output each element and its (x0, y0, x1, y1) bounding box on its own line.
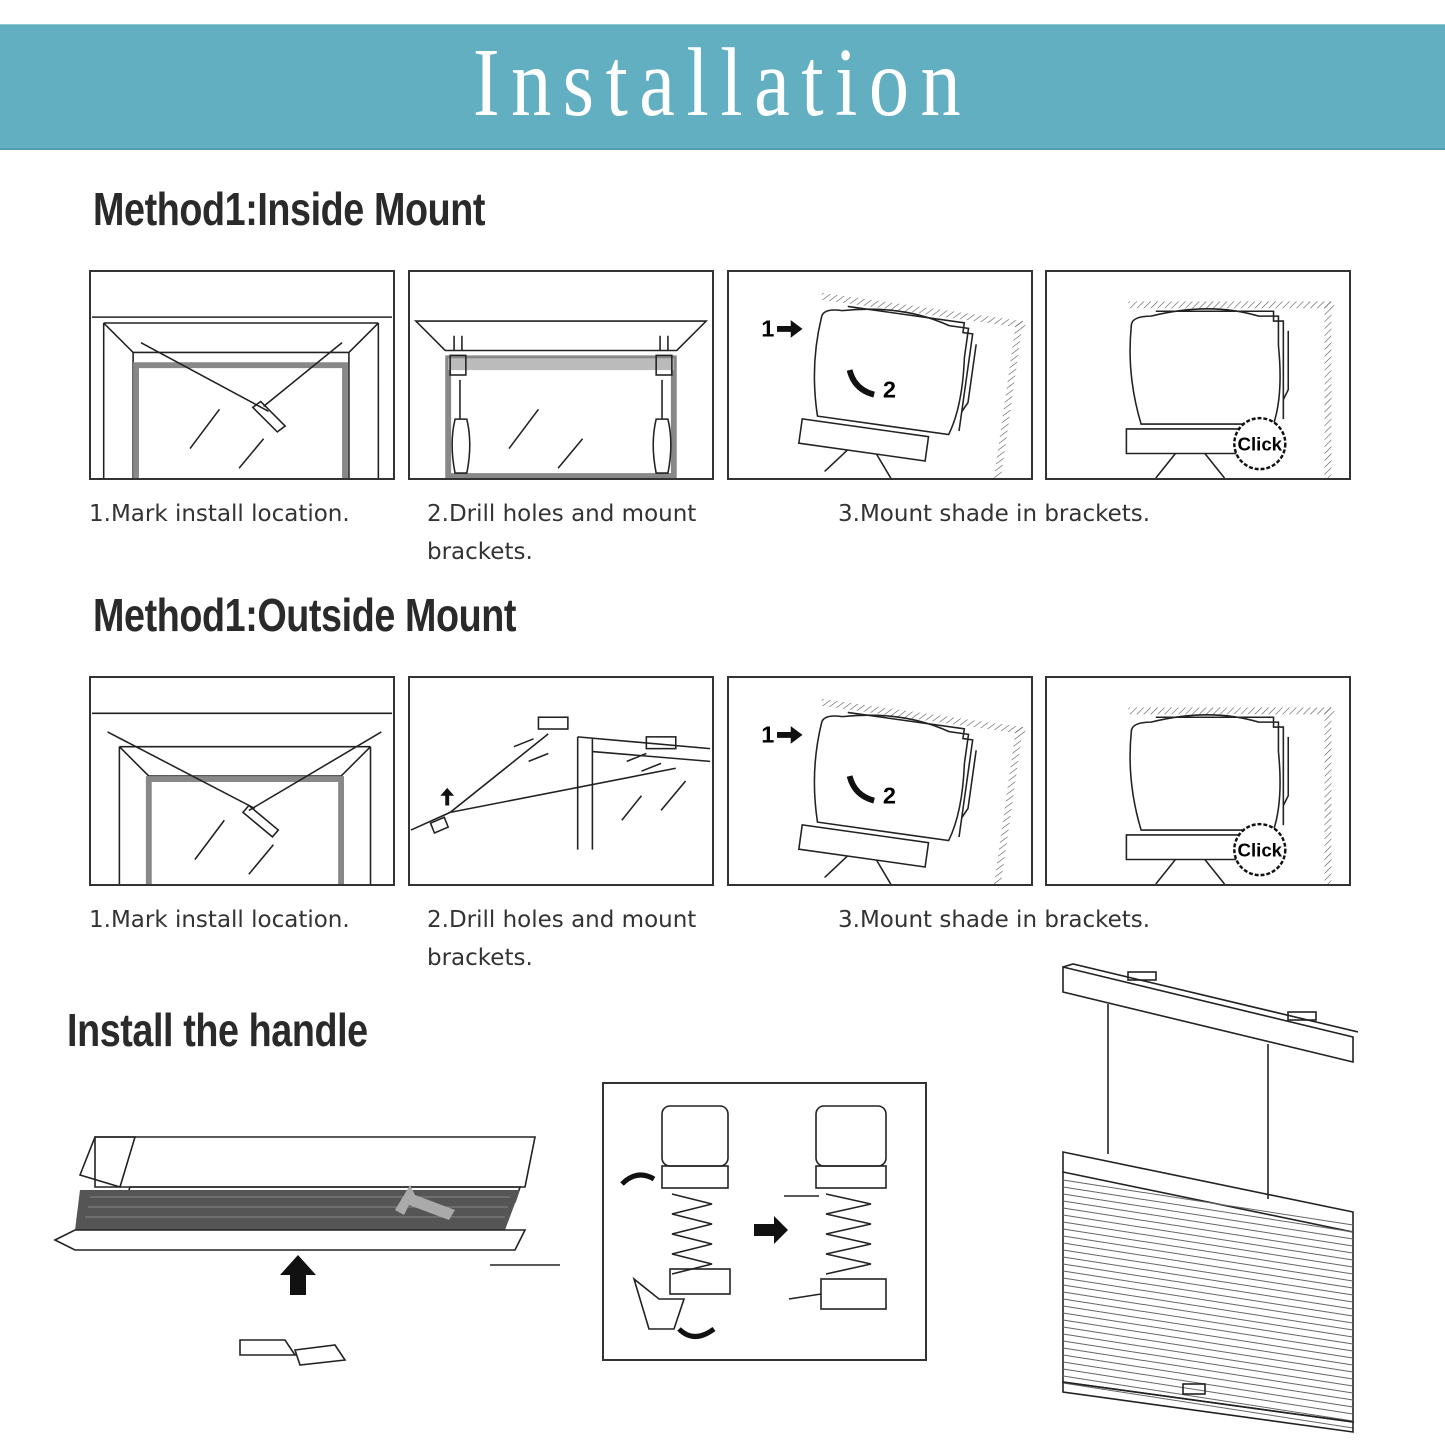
pleat-line (1062, 1221, 1354, 1268)
click-label: Click (1238, 434, 1283, 455)
pleats (1062, 1179, 1354, 1429)
step2-drill-brackets-image (408, 270, 714, 480)
section-heading-install-handle: Install the handle (67, 1004, 368, 1056)
arrow-2-label: 2 (883, 783, 896, 809)
step1-mark-location-image (89, 270, 395, 480)
handle-part (239, 1339, 347, 1366)
pleat-line (1062, 1312, 1354, 1359)
pleat-line (1062, 1375, 1354, 1422)
section-heading-outside-mount: Method1:Outside Mount (93, 589, 517, 641)
curved-arrow-icon (620, 1172, 656, 1186)
pleat-line (1062, 1228, 1354, 1275)
pleat-line (1062, 1207, 1354, 1254)
shade-rail-illustration (53, 1136, 560, 1366)
step2-drill-brackets-image (408, 676, 714, 886)
pleat-line (1062, 1214, 1354, 1261)
pleat-line (1062, 1277, 1354, 1324)
pleat-line (1062, 1340, 1354, 1387)
pleat-line (1062, 1368, 1354, 1415)
pleat-line (1062, 1305, 1354, 1352)
drill-icon (451, 379, 672, 474)
pleat-line (1062, 1242, 1354, 1289)
pleat-line (1062, 1284, 1354, 1331)
drill-icon (429, 816, 450, 835)
pleat-line (1062, 1256, 1354, 1303)
arrow-right-icon (777, 726, 803, 744)
step1-mark-location-image (89, 676, 395, 886)
click-badge-icon (1233, 822, 1287, 877)
arrow-right-icon (754, 1216, 788, 1244)
caption-step1: 1.Mark install location. (89, 501, 350, 527)
step3-mount-shade-image: 1 2 (727, 270, 1033, 480)
pleat-line (1062, 1354, 1354, 1401)
arrow-2-label: 2 (883, 377, 896, 403)
curved-arrow-icon (677, 1326, 716, 1339)
drill-lines (410, 733, 676, 831)
arrow-up-icon (280, 1255, 316, 1295)
arrow-up-icon (440, 787, 455, 806)
caption-step2: 2.Drill holes and mount brackets. (427, 907, 697, 971)
pleat-line (1062, 1200, 1354, 1247)
pleat-line (1062, 1270, 1354, 1317)
pleat-line (1062, 1361, 1354, 1408)
pleat-line (1062, 1186, 1354, 1233)
pleat-line (1062, 1347, 1354, 1394)
page-title: Installation (472, 29, 973, 137)
pleat-line (1062, 1326, 1354, 1373)
pencil-icon (241, 804, 280, 839)
step3-click-image: Click (1045, 676, 1351, 886)
arrow-right-icon (777, 320, 803, 338)
section-heading-inside-mount: Method1:Inside Mount (93, 183, 486, 235)
caption-step2: 2.Drill holes and mount brackets. (427, 501, 697, 565)
curved-arrow-icon (846, 369, 875, 398)
caption-step1: 1.Mark install location. (89, 907, 350, 933)
pleat-line (1062, 1263, 1354, 1310)
arrow-1-label: 1 (761, 722, 774, 748)
click-label: Click (1238, 840, 1283, 861)
pleat-line (1062, 1333, 1354, 1380)
step3-click-image: Click (1045, 270, 1351, 480)
pleat-line (1062, 1249, 1354, 1296)
pleat-line (1062, 1193, 1354, 1240)
pleat-line (1062, 1382, 1354, 1429)
measure-lines (140, 341, 343, 412)
header-band (0, 24, 1445, 150)
assembled-shade-illustration (1062, 963, 1358, 1433)
curved-arrow-icon (846, 775, 875, 804)
pleat-line (1062, 1179, 1354, 1226)
pleat-line (1062, 1319, 1354, 1366)
arrow-1-label: 1 (761, 316, 774, 342)
pencil-icon (251, 400, 287, 433)
caption-step3: 3.Mount shade in brackets. (838, 907, 1151, 933)
step3-mount-shade-image: 1 2 (727, 676, 1033, 886)
pleat-line (1062, 1298, 1354, 1345)
click-badge-icon (1233, 416, 1287, 471)
handle-attach-diagram (602, 1082, 927, 1361)
pleat-line (1062, 1235, 1354, 1282)
caption-step3: 3.Mount shade in brackets. (838, 501, 1151, 527)
pleat-line (1062, 1291, 1354, 1338)
arrow-icon (395, 1185, 455, 1220)
